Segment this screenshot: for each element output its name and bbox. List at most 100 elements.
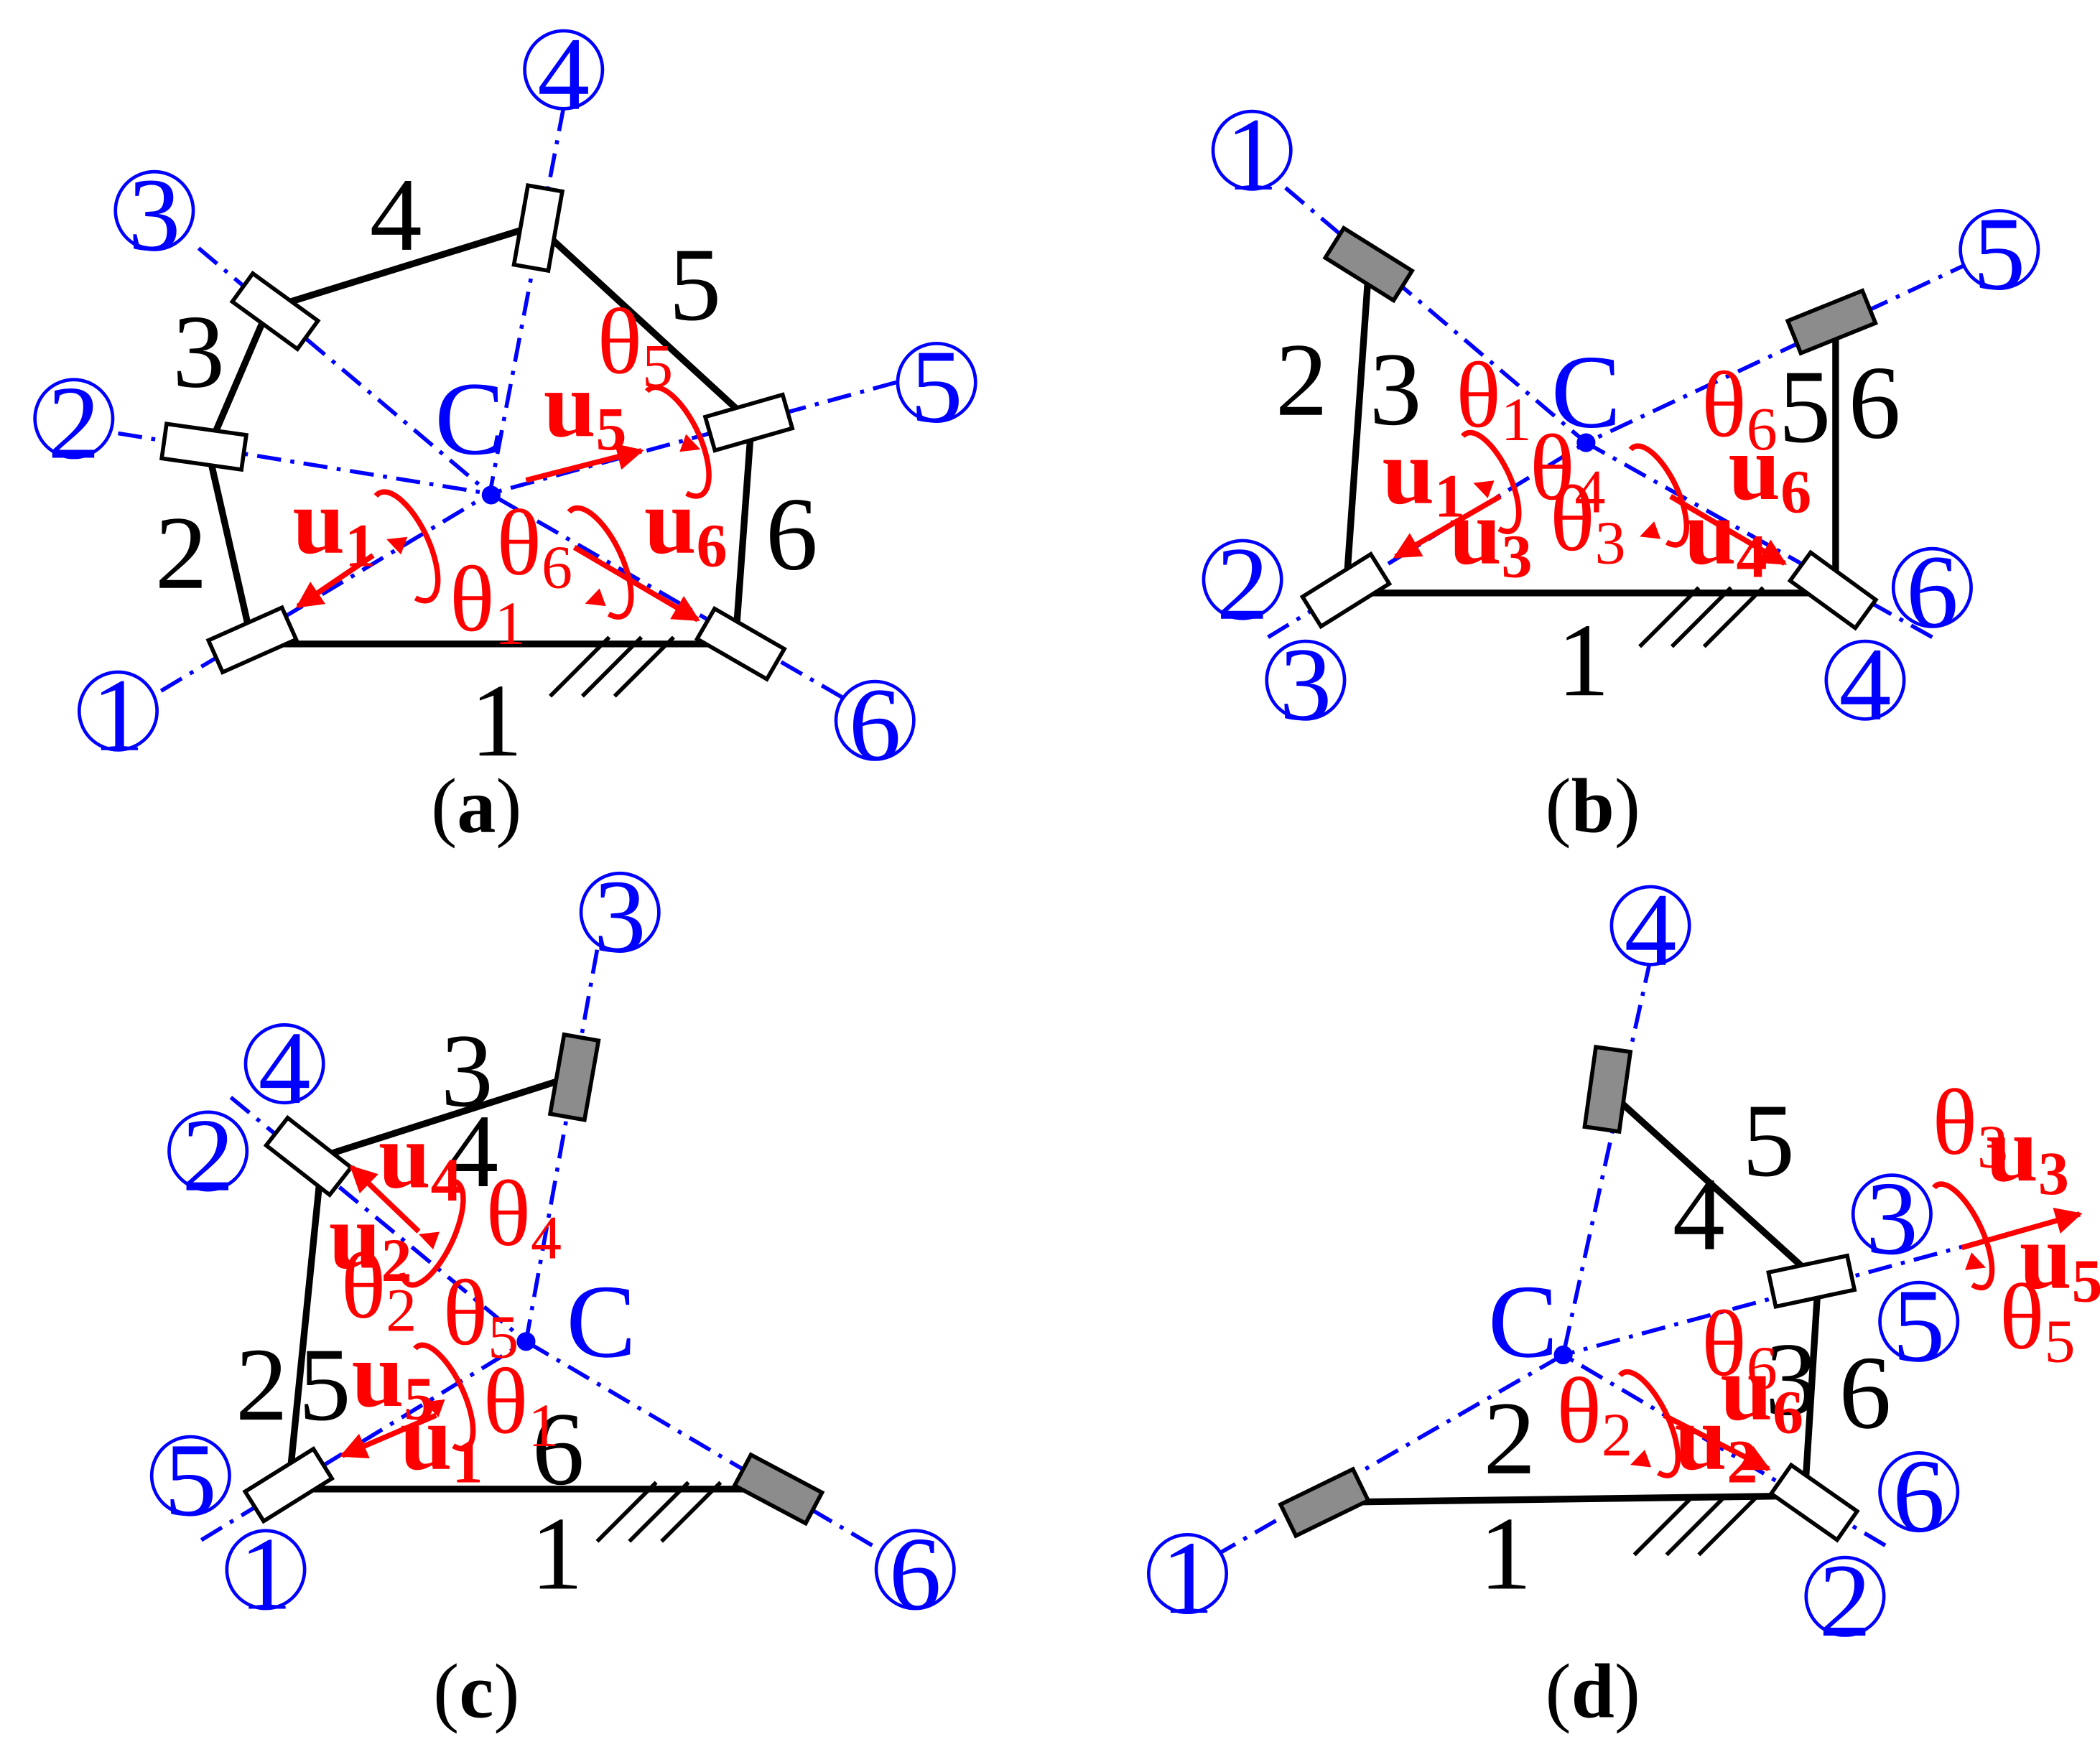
svg-text:2: 2 xyxy=(47,365,100,481)
b-axis-label-5: 5 xyxy=(1959,195,2040,312)
a-translation-u1 xyxy=(295,553,375,609)
d-link-chain xyxy=(1321,1084,1822,1506)
c-rotation-theta4 xyxy=(399,1178,466,1288)
a-rotation-theta6 xyxy=(567,505,634,620)
a-axis-4 xyxy=(488,106,566,495)
b-axis-label-4: 4 xyxy=(1824,626,1906,742)
c-center-label: C xyxy=(566,1263,636,1379)
svg-text:5: 5 xyxy=(1973,195,2025,312)
c-rotation-theta5 xyxy=(413,1342,476,1452)
c-axis-label-1: 1 xyxy=(225,1516,307,1632)
b-link-3: 3 xyxy=(1370,331,1422,447)
d-translation-u3 xyxy=(1961,1208,2083,1251)
b-label-theta3: θ3 xyxy=(1550,467,1626,577)
a-rotation-theta1 xyxy=(373,489,441,604)
c-label-u2: u2 xyxy=(329,1185,412,1295)
d-joint-35 xyxy=(1766,1253,1857,1309)
c-axis-6 xyxy=(525,1339,873,1547)
d-label-theta5: θ5 xyxy=(1999,1265,2076,1376)
d-axis-35 xyxy=(1562,1214,2074,1357)
d-axis-label-5: 5 xyxy=(1878,1267,1960,1384)
a-joint-5 xyxy=(702,392,795,453)
a-axis-label-3: 3 xyxy=(113,157,195,273)
a-label-theta5: θ5 xyxy=(597,289,673,400)
c-joint-3 xyxy=(547,1032,601,1122)
d-center-label: C xyxy=(1488,1263,1558,1379)
c-label-u4: u4 xyxy=(378,1104,462,1214)
a-joint-6 xyxy=(694,605,787,682)
a-caption: (a) xyxy=(431,763,521,849)
b-ground xyxy=(1638,586,1765,648)
a-link-5: 5 xyxy=(669,226,721,343)
d-axis-label-2: 2 xyxy=(1804,1542,1886,1659)
svg-text:2: 2 xyxy=(182,1097,234,1213)
b-label-theta1: θ1 xyxy=(1456,343,1532,454)
a-link-4: 4 xyxy=(370,157,422,273)
d-joint-4 xyxy=(1582,1045,1633,1134)
svg-text:3: 3 xyxy=(1866,1160,1918,1276)
svg-text:6: 6 xyxy=(1892,1438,1945,1554)
c-ground xyxy=(595,1481,723,1543)
svg-text:6: 6 xyxy=(849,666,901,783)
c-link-1: 1 xyxy=(531,1495,583,1611)
d-link-3: 3 xyxy=(1765,1321,1818,1438)
c-joint-24 xyxy=(263,1114,354,1198)
svg-text:1: 1 xyxy=(92,657,144,773)
c-label-theta5: θ5 xyxy=(443,1261,519,1371)
svg-text:3: 3 xyxy=(594,858,646,974)
a-axis-label-6: 6 xyxy=(834,666,916,783)
svg-text:4: 4 xyxy=(1625,872,1677,988)
svg-text:2: 2 xyxy=(1217,526,1269,642)
a-link-6: 6 xyxy=(766,476,818,592)
c-center-point xyxy=(516,1332,536,1351)
b-caption: (b) xyxy=(1546,763,1640,849)
d-axis-label-1: 1 xyxy=(1146,1519,1229,1636)
a-joint-2 xyxy=(159,421,249,472)
d-link-1: 1 xyxy=(1479,1495,1532,1611)
d-axis-4 xyxy=(1561,959,1653,1356)
c-axis-label-2: 2 xyxy=(167,1097,249,1213)
d-label-theta2: θ2 xyxy=(1556,1359,1632,1469)
d-label-u3: u3 xyxy=(1986,1097,2069,1208)
svg-text:6: 6 xyxy=(889,1516,942,1632)
b-joint-2 xyxy=(1322,225,1415,304)
b-link-5: 5 xyxy=(1778,348,1831,465)
c-caption: (c) xyxy=(433,1648,519,1734)
svg-text:1: 1 xyxy=(240,1516,292,1632)
d-label-u6: u6 xyxy=(1720,1336,1803,1447)
d-ground xyxy=(1632,1494,1760,1557)
c-label-theta2: θ2 xyxy=(341,1234,417,1345)
svg-text:3: 3 xyxy=(1279,626,1332,742)
c-link-chain xyxy=(284,1072,776,1493)
d-translation-u6 xyxy=(1663,1412,1771,1472)
b-axis-label-6: 6 xyxy=(1891,533,1973,650)
a-axis-label-2: 2 xyxy=(33,365,115,481)
b-label-theta4: θ4 xyxy=(1530,416,1606,526)
d-link-6: 6 xyxy=(1839,1334,1892,1450)
b-rotation-theta1 xyxy=(1460,429,1522,534)
c-axis-label-3: 3 xyxy=(579,858,661,974)
svg-text:5: 5 xyxy=(164,1422,217,1538)
c-link-3: 3 xyxy=(441,1012,493,1129)
a-joint-4 xyxy=(511,182,565,274)
c-label-theta4: θ4 xyxy=(485,1162,562,1272)
a-rotation-theta5 xyxy=(644,384,712,499)
a-axis-label-5: 5 xyxy=(896,328,977,444)
svg-text:5: 5 xyxy=(911,328,963,444)
svg-text:5: 5 xyxy=(1892,1267,1945,1384)
a-joint-1 xyxy=(205,605,299,675)
d-link-2: 2 xyxy=(1483,1380,1535,1496)
b-link-6: 6 xyxy=(1849,344,1901,460)
a-axis-label-1: 1 xyxy=(77,657,159,773)
c-link-2: 2 xyxy=(236,1326,288,1443)
d-label-theta6: θ6 xyxy=(1701,1292,1778,1402)
d-rotation-theta6 xyxy=(1617,1369,1681,1478)
svg-text:4: 4 xyxy=(1839,626,1892,742)
a-axis-label-4: 4 xyxy=(523,16,605,132)
a-label-u6: u6 xyxy=(644,470,728,580)
c-link-4: 4 xyxy=(446,1093,498,1209)
b-joint-5 xyxy=(1785,288,1878,356)
b-axis-label-1: 1 xyxy=(1211,96,1293,213)
d-axis-label-6: 6 xyxy=(1878,1438,1960,1554)
c-label-u5: u5 xyxy=(352,1323,435,1433)
